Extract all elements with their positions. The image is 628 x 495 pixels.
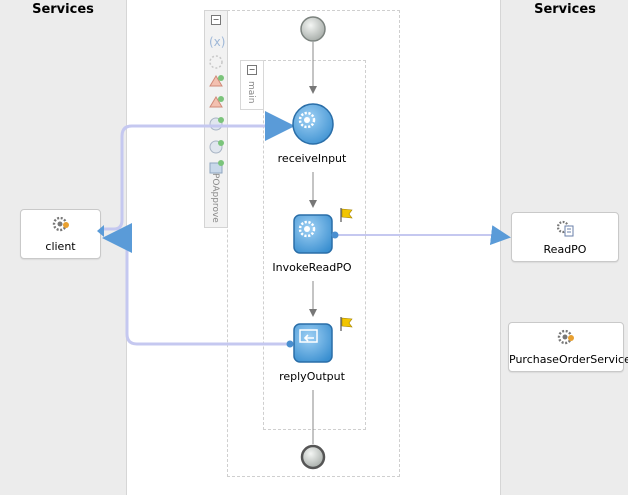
- client-port: [97, 225, 104, 237]
- main-sequence-label: main: [246, 81, 256, 104]
- invoke-read-po-label: InvokeReadPO: [272, 261, 352, 274]
- process-scope: [227, 10, 400, 477]
- link-invoke-to-readpo: [335, 225, 511, 246]
- reply-output-activity[interactable]: [286, 323, 333, 363]
- scope-name-label: POApprove: [210, 173, 220, 223]
- svg-text:(x): (x): [209, 35, 225, 49]
- start-node[interactable]: [300, 16, 326, 42]
- gear-icon: [298, 111, 316, 129]
- scope-palette: − (x) POApprove: [204, 10, 228, 228]
- variable-icon[interactable]: (x): [209, 35, 225, 49]
- gear-icon: [298, 220, 316, 238]
- reply-arrow-icon: [299, 329, 318, 343]
- purchase-order-service-card[interactable]: PurchaseOrderService: [508, 322, 628, 372]
- gear-service-icon: [557, 329, 574, 345]
- collapse-main-button[interactable]: −: [247, 65, 257, 75]
- termination-icon[interactable]: [209, 160, 224, 174]
- main-sequence-tab: − main: [240, 60, 264, 110]
- receive-input-label: receiveInput: [277, 152, 347, 165]
- readpo-service-label: ReadPO: [543, 243, 587, 256]
- readpo-service-card[interactable]: ReadPO: [511, 212, 619, 262]
- flag-icon: [340, 317, 353, 331]
- client-service-card[interactable]: client: [20, 209, 104, 259]
- event-handler-icon[interactable]: [209, 96, 224, 108]
- invoke-port: [331, 231, 339, 239]
- gear-service-icon: [52, 216, 69, 232]
- correlation-icon[interactable]: [209, 55, 223, 69]
- link-reply-to-client: [102, 223, 289, 346]
- end-node[interactable]: [300, 444, 326, 470]
- client-service-label: client: [45, 240, 76, 253]
- right-lane-title: Services: [534, 2, 596, 17]
- purchase-order-service-label: PurchaseOrderService: [509, 353, 628, 366]
- invoke-read-po-activity[interactable]: [293, 214, 339, 254]
- reply-output-label: replyOutput: [279, 370, 345, 383]
- receive-input-activity[interactable]: [292, 103, 334, 145]
- compensation-icon[interactable]: [209, 140, 224, 154]
- flag-icon: [340, 208, 353, 222]
- left-lane-title: Services: [32, 2, 94, 17]
- collapse-scope-button[interactable]: −: [211, 15, 221, 25]
- gear-document-icon: [556, 220, 574, 237]
- fault-handler-icon[interactable]: [209, 75, 224, 87]
- main-sequence: [263, 60, 366, 430]
- link-client-to-receive: [101, 111, 295, 231]
- reply-port: [286, 340, 294, 348]
